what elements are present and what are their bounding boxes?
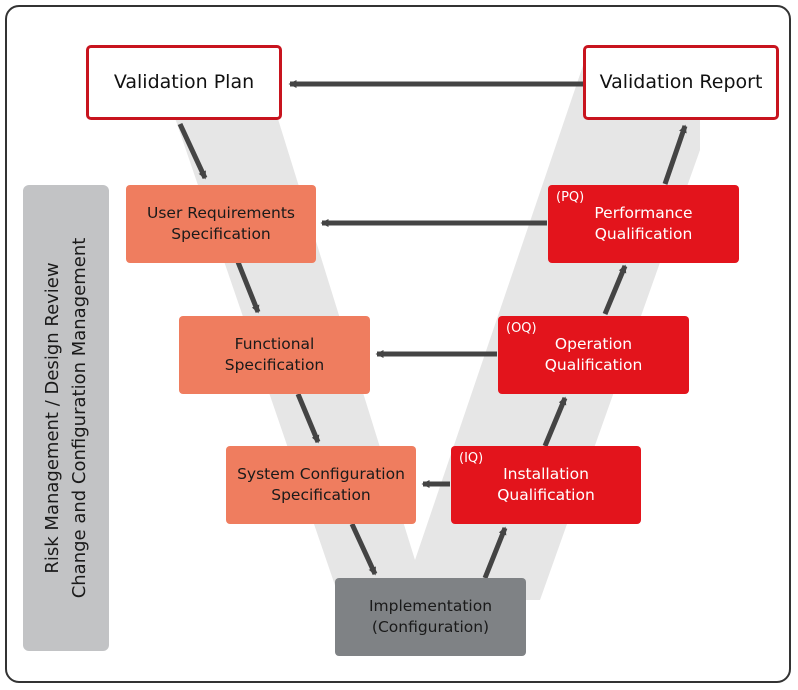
- sidebar-line-change: Change and Configuration Management: [69, 237, 90, 599]
- validation-report-box: Validation Report: [583, 45, 779, 120]
- functional-spec-line-1: Functional: [234, 335, 315, 354]
- user-requirements-line-1: User Requirements: [146, 204, 295, 223]
- installation-line-2: Qualification: [497, 486, 595, 504]
- arrow-plan-to-urs: [177, 122, 208, 180]
- validation-report-label: Validation Report: [599, 70, 763, 93]
- arrow-scs-to-impl: [349, 522, 378, 576]
- validation-plan-box: Validation Plan: [86, 45, 282, 120]
- operation-line-1: Operation: [554, 335, 633, 354]
- arrow-impl-to-iq: [482, 526, 508, 579]
- performance-qualification-box: (PQ) Performance Qualification: [548, 185, 739, 263]
- performance-line-1: Performance: [594, 204, 693, 223]
- arrow-fs-to-scs: [295, 393, 321, 444]
- implementation-box: Implementation (Configuration): [335, 578, 526, 656]
- operation-line-2: Qualification: [544, 356, 643, 374]
- arrow-urs-to-fs: [235, 261, 261, 314]
- sidebar-management: Risk Management / Design Review Change a…: [23, 185, 109, 651]
- system-config-line-2: Specification: [271, 486, 371, 504]
- arrows: [177, 80, 688, 579]
- user-requirements-line-2: Specification: [171, 225, 271, 243]
- functional-spec-box: Functional Specification: [179, 316, 370, 394]
- iq-abbr: (IQ): [459, 451, 484, 466]
- sidebar-text: Risk Management / Design Review Change a…: [39, 198, 93, 638]
- validation-plan-label: Validation Plan: [113, 70, 255, 93]
- functional-spec-line-2: Specification: [224, 356, 325, 374]
- arrow-pq-to-report: [662, 124, 688, 185]
- performance-line-2: Qualification: [594, 225, 693, 243]
- oq-abbr: (OQ): [506, 321, 537, 336]
- user-requirements-box: User Requirements Specification: [126, 185, 316, 263]
- implementation-line-1: Implementation: [368, 597, 493, 616]
- sidebar-line-risk: Risk Management / Design Review: [42, 262, 63, 574]
- pq-abbr: (PQ): [556, 190, 585, 205]
- system-config-line-1: System Configuration: [237, 465, 405, 484]
- arrow-oq-to-pq: [602, 264, 628, 315]
- installation-line-1: Installation: [503, 465, 589, 484]
- operation-qualification-box: (OQ) Operation Qualification: [498, 316, 689, 394]
- arrow-iq-to-oq: [542, 396, 568, 447]
- system-config-box: System Configuration Specification: [226, 446, 416, 524]
- installation-qualification-box: (IQ) Installation Qualification: [451, 446, 641, 524]
- implementation-line-2: (Configuration): [371, 618, 490, 636]
